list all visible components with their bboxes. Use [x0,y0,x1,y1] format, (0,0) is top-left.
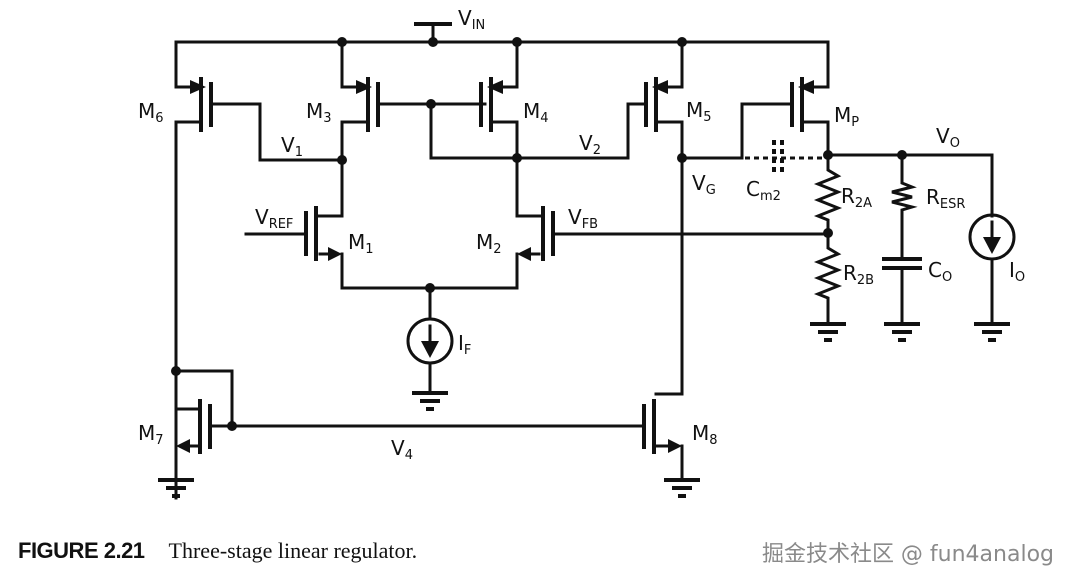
current-source-if: IF [406,283,471,395]
resr-label: RESR [926,185,965,212]
transistor-m5: M5 VG [644,40,744,396]
m6-label: M6 [138,99,164,126]
m7-label: M7 [138,421,164,448]
current-arrow-icon [983,237,1001,254]
transistor-m1: VREF M1 [244,205,519,290]
co-label: CO [928,258,952,285]
source-arrow-icon [356,80,372,94]
junction-dot [337,155,347,165]
v4-label: V4 [391,436,413,463]
resistor-r2a: R2A [813,153,872,235]
v2-label: V2 [579,131,601,158]
junction-dot [227,421,237,431]
r2a-label: R2A [841,184,872,211]
source-arrow-icon [328,247,342,261]
capacitor-cm2: Cm2 [745,140,823,204]
m3-label: M3 [306,99,332,126]
source-arrow-icon [487,80,503,94]
v1-label: V1 [281,133,303,160]
m2-label: M2 [476,230,502,257]
vg-label: VG [692,171,716,198]
figure-title: Three-stage linear regulator. [168,538,418,563]
junction-dot [428,37,438,47]
ground-icon [664,478,700,498]
if-label: IF [458,331,471,358]
ground-icon [158,478,194,498]
resistor-resr: RESR [891,153,965,260]
r2b-label: R2B [843,261,874,288]
source-arrow-icon [517,247,531,261]
figure-number: FIGURE 2.21 [18,538,145,563]
m5-label: M5 [686,98,712,125]
vin-label: VIN [458,6,485,33]
transistor-m8: M8 [642,392,718,482]
ground-icon [810,322,846,342]
capacitor-co: CO [882,257,952,326]
resistor-r2b: R2B [813,231,874,326]
vo-label: VO [936,124,960,151]
transistor-m4: M4 V2 [479,40,647,218]
source-arrow-icon [190,80,206,94]
figure-caption: FIGURE 2.21 Three-stage linear regulator. [18,538,417,564]
vref-label: VREF [255,205,293,232]
current-arrow-icon [421,341,439,358]
io-label: IO [1009,258,1025,285]
m4-label: M4 [523,99,549,126]
ground-icon [412,391,448,411]
transistor-m3: M3 [306,40,519,218]
transistor-m6: M6 V1 [138,40,344,500]
ground-icon [884,322,920,342]
m1-label: M1 [348,230,374,257]
source-arrow-icon [652,80,668,94]
source-arrow-icon [668,439,682,453]
vin-supply-rail: VIN [174,6,830,47]
cm2-label: Cm2 [746,177,781,204]
vfb-label: VFB [568,205,598,232]
m8-label: M8 [692,421,718,448]
ground-icon [974,322,1010,342]
output-node-vo: VO [823,124,994,218]
transistor-mp: MP [740,40,859,160]
source-arrow-icon [798,80,814,94]
three-stage-linear-regulator-schematic: VIN M6 V1 M3 M4 V2 [138,6,1025,500]
watermark: 掘金技术社区 @ fun4analog [761,542,1054,567]
transistor-m2: VFB M2 [476,205,830,290]
source-arrow-icon [176,439,190,453]
transistor-m7: M7 V4 [138,366,646,482]
current-source-io: IO [968,213,1025,326]
mp-label: MP [834,103,859,130]
